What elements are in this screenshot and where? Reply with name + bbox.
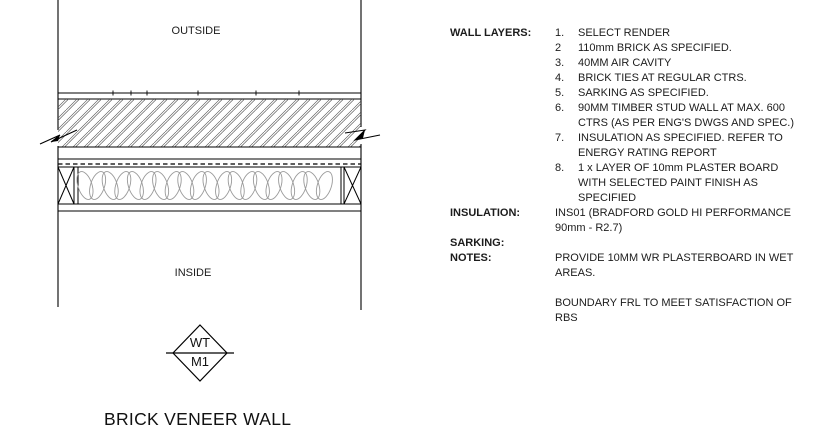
wall-layer-item-text: 1 x LAYER OF 10mm PLASTER BOARD WITH SEL… — [578, 162, 779, 204]
wall-layer-item-text: SELECT RENDER — [578, 27, 671, 39]
wall-layer-item-number: 1. — [555, 27, 565, 39]
wall-edge-lines — [57, 0, 362, 310]
wall-type-code-bottom: M1 — [190, 354, 210, 369]
wall-layers-label: WALL LAYERS: — [450, 27, 532, 39]
wall-layer-item: 8. 1 x LAYER OF 10mm PLASTER BOARD WITH … — [555, 161, 813, 206]
insulation-label: INSULATION: — [450, 207, 521, 219]
render-layer — [58, 92, 361, 100]
wall-layer-item: 3. 40MM AIR CAVITY — [555, 56, 813, 71]
wall-layer-item-number: 6. — [555, 102, 565, 114]
wall-layer-item-text: BRICK TIES AT REGULAR CTRS. — [578, 72, 747, 84]
wall-layer-item: 2 110mm BRICK AS SPECIFIED. — [555, 41, 813, 56]
break-symbol-right — [344, 129, 381, 141]
wall-layer-item-number: 8. — [555, 162, 565, 174]
brick-layer-hatch — [58, 99, 361, 147]
break-symbol-left — [39, 129, 78, 145]
wall-layer-item: 7. INSULATION AS SPECIFIED. REFER TO ENE… — [555, 131, 813, 161]
wall-layer-item-number: 7. — [555, 132, 565, 144]
wall-layer-item-number: 4. — [555, 72, 565, 84]
wall-layer-item-text: 40MM AIR CAVITY — [578, 57, 672, 69]
drawing-title: BRICK VENEER WALL — [104, 409, 292, 429]
wall-layer-item-text: 110mm BRICK AS SPECIFIED. — [578, 42, 732, 54]
wall-layer-item: 5. SARKING AS SPECIFIED. — [555, 86, 813, 101]
insulation-text: INS01 (BRADFORD GOLD HI PERFORMANCE 90mm… — [555, 207, 791, 234]
outside-label: OUTSIDE — [171, 25, 221, 37]
wall-layer-item: 4. BRICK TIES AT REGULAR CTRS. — [555, 71, 813, 86]
inside-label: INSIDE — [174, 267, 212, 279]
sarking-label: SARKING: — [450, 237, 505, 249]
wall-layer-item-number: 2 — [555, 42, 562, 54]
wall-type-symbol — [166, 324, 234, 382]
wall-layer-item-text: INSULATION AS SPECIFIED. REFER TO ENERGY… — [578, 132, 783, 159]
insulation-batt-loops — [76, 171, 333, 200]
notes-text-2: BOUNDARY FRL TO MEET SATISFACTION OF RBS — [555, 297, 792, 324]
wall-layer-item: 1. SELECT RENDER — [555, 26, 813, 41]
stud-wall-band — [57, 166, 362, 205]
wall-layer-item-number: 3. — [555, 57, 565, 69]
wall-type-code-top: WT — [189, 335, 211, 350]
wall-layer-item: 6. 90MM TIMBER STUD WALL AT MAX. 600 CTR… — [555, 101, 813, 131]
wall-layer-item-text: 90MM TIMBER STUD WALL AT MAX. 600 CTRS (… — [578, 102, 795, 129]
notes-text-1: PROVIDE 10MM WR PLASTERBOARD IN WET AREA… — [555, 252, 794, 279]
brick-tie-ticks — [112, 90, 300, 96]
wall-layer-item-number: 5. — [555, 87, 565, 99]
wall-layer-item-text: SARKING AS SPECIFIED. — [578, 87, 709, 99]
wall-layers-list: 1. SELECT RENDER 2 110mm BRICK AS SPECIF… — [555, 26, 813, 206]
notes-label: NOTES: — [450, 252, 492, 264]
